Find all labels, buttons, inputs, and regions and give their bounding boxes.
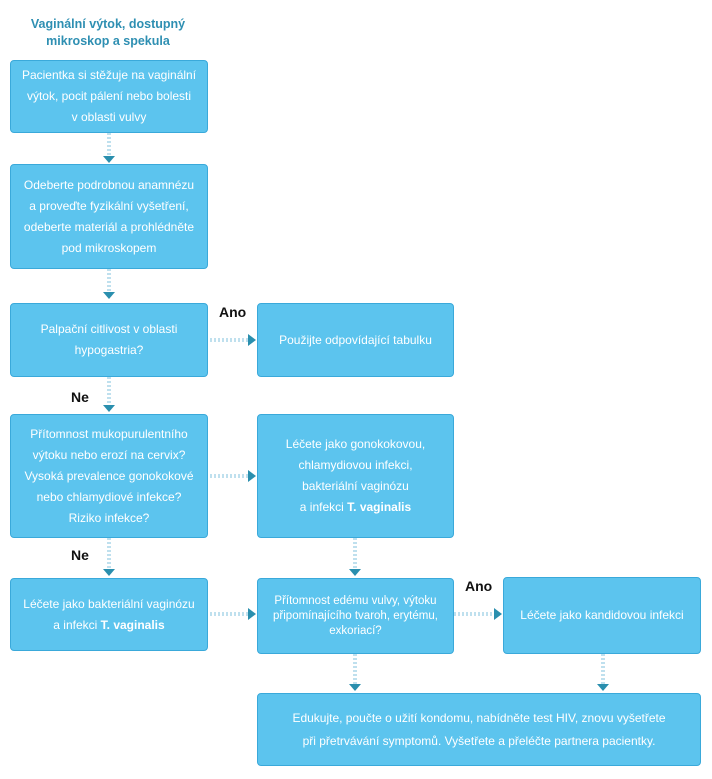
yes-label-oedema: Ano: [465, 578, 493, 594]
mucopurulent-text: Přítomnost mukopurulentního výtoku nebo …: [24, 426, 194, 525]
treat-bv-box: Léčete jako bakteriální vaginózu a infek…: [10, 578, 208, 651]
arrowhead-educate-left: [349, 684, 361, 691]
table-box: Použijte odpovídající tabulku: [257, 303, 454, 377]
history-box: Odeberte podrobnou anamnézu a proveďte f…: [10, 164, 208, 269]
arrowhead-educate-right: [597, 684, 609, 691]
arrowhead-table: [248, 334, 256, 346]
history-text: Odeberte podrobnou anamnézu a proveďte f…: [23, 177, 195, 255]
treat-bv-text: Léčete jako bakteriální vaginózu a infek…: [23, 596, 195, 632]
arrowhead-gono: [248, 470, 256, 482]
educate-text: Edukujte, poučte o užití kondomu, nabídn…: [292, 710, 666, 748]
arrowhead-oedema-left: [248, 608, 256, 620]
table-text: Použijte odpovídající tabulku: [279, 332, 432, 347]
no-label-tenderness: Ne: [71, 389, 89, 405]
mucopurulent-question-box: Přítomnost mukopurulentního výtoku nebo …: [10, 414, 208, 538]
candida-box: Léčete jako kandidovou infekci: [503, 577, 701, 654]
t-vaginalis-label: T. vaginalis: [347, 500, 412, 514]
tenderness-question-box: Palpační citlivost v oblasti hypogastria…: [10, 303, 208, 377]
treat-gono-box: Léčete jako gonokokovou, chlamydiovou in…: [257, 414, 454, 538]
no-label-mucopurulent: Ne: [71, 547, 89, 563]
arrowhead-tenderness: [103, 292, 115, 299]
tenderness-text: Palpační citlivost v oblasti hypogastria…: [40, 322, 178, 357]
arrowhead-oedema-top: [349, 569, 361, 576]
complaint-text: Pacientka si stěžuje na vaginální výtok,…: [21, 68, 197, 124]
educate-box: Edukujte, poučte o užití kondomu, nabídn…: [257, 693, 701, 766]
arrowhead-bv: [103, 569, 115, 576]
flowchart-title: Vaginální výtok, dostupný mikroskop a sp…: [30, 17, 186, 48]
oedema-text: Přítomnost edému vulvy, výtoku připomína…: [273, 594, 438, 637]
yes-label-tenderness: Ano: [219, 304, 247, 320]
candida-text: Léčete jako kandidovou infekci: [520, 608, 684, 622]
arrowhead-history: [103, 156, 115, 163]
arrowhead-candida: [494, 608, 502, 620]
arrowhead-mucopurulent: [103, 405, 115, 412]
treat-gono-text: Léčete jako gonokokovou, chlamydiovou in…: [285, 437, 426, 514]
oedema-question-box: Přítomnost edému vulvy, výtoku připomína…: [257, 578, 454, 654]
complaint-box: Pacientka si stěžuje na vaginální výtok,…: [10, 60, 208, 133]
t-vaginalis-label-2: T. vaginalis: [100, 617, 165, 632]
